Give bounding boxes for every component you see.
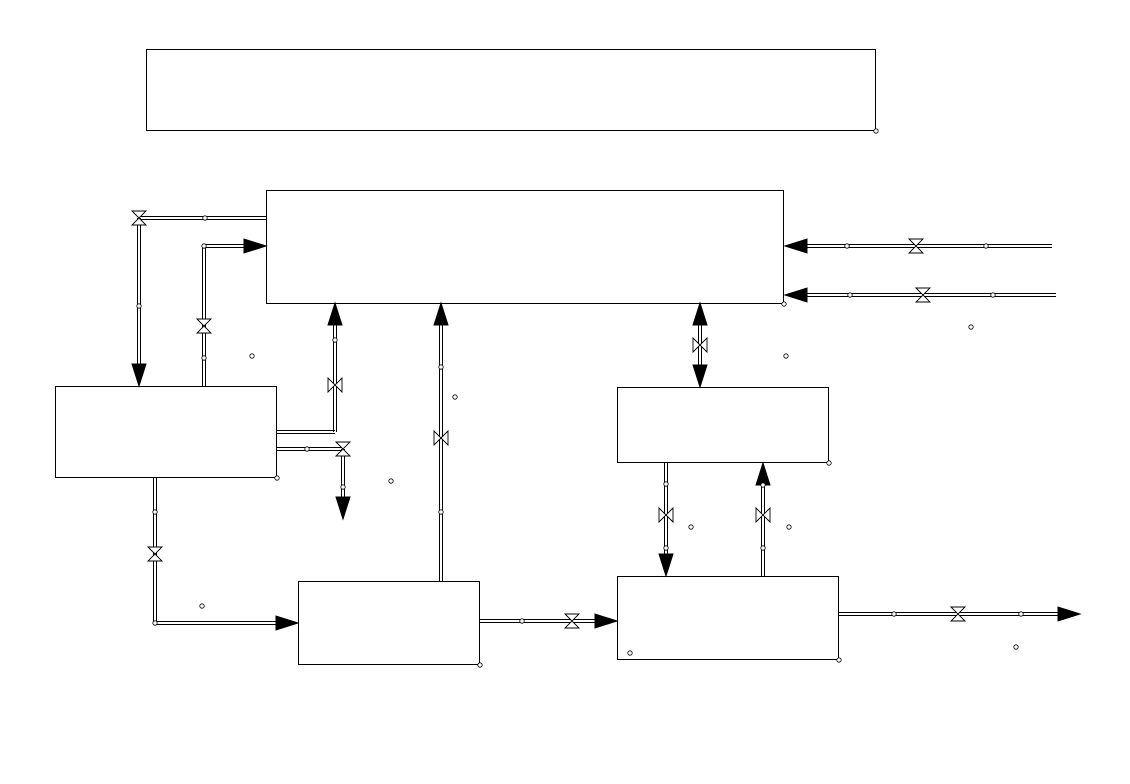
flow-arrow-icon: [327, 301, 343, 326]
connection-node-icon: [786, 524, 792, 530]
connection-node-icon: [968, 324, 974, 330]
connection-node-icon: [152, 620, 158, 626]
connection-node-icon: [760, 482, 766, 488]
pipe-line: [480, 619, 595, 623]
connection-node-icon: [519, 618, 525, 624]
connection-node-icon: [202, 215, 208, 221]
connection-node-icon: [388, 478, 394, 484]
left-unit: [55, 386, 277, 478]
connection-node-icon: [201, 355, 207, 361]
connection-node-icon: [274, 475, 280, 481]
flow-arrow-icon: [243, 238, 268, 254]
connection-node-icon: [304, 446, 310, 452]
gate-valve-icon: [146, 546, 164, 562]
connection-node-icon: [201, 243, 207, 249]
connection-node-icon: [781, 301, 787, 307]
flow-arrow-icon: [783, 238, 808, 254]
connection-node-icon: [844, 243, 850, 249]
connection-node-icon: [990, 292, 996, 298]
gate-valve-icon: [755, 506, 771, 524]
valves: [130, 210, 967, 629]
connection-node-icon: [688, 524, 694, 530]
block-corner-markers: [274, 128, 879, 668]
connection-node-icon: [891, 611, 897, 617]
gate-valve-icon: [907, 238, 925, 254]
bottom-center-unit: [298, 581, 480, 665]
flow-arrow-icon: [335, 496, 351, 521]
flow-arrow-icon: [783, 287, 808, 303]
right-lower-unit: [617, 576, 839, 660]
flow-arrow-icon: [131, 363, 147, 388]
pipe-line: [277, 447, 345, 497]
flow-arrow-icon: [692, 364, 708, 389]
connection-node-icon: [136, 303, 142, 309]
pipe-line: [277, 325, 337, 434]
connection-node-icon: [663, 481, 669, 487]
connection-node-icon: [873, 128, 879, 134]
flow-arrow-icon: [1057, 606, 1082, 622]
connection-node-icon: [452, 394, 458, 400]
connection-node-icon: [199, 603, 205, 609]
flow-arrow-icon: [755, 461, 771, 486]
connection-node-icon: [760, 545, 766, 551]
pipe-line: [137, 216, 266, 366]
header-block: [146, 49, 876, 131]
right-upper-unit: [617, 387, 829, 463]
gate-valve-icon: [327, 376, 343, 394]
main-unit: [266, 190, 784, 304]
gate-valve-icon: [692, 336, 708, 354]
flow-arrow-icon: [658, 553, 674, 578]
pipe-line: [839, 612, 1058, 616]
connection-node-icon: [438, 509, 444, 515]
arrows: [131, 238, 1082, 631]
gate-valve-icon: [563, 613, 581, 629]
gate-valve-icon: [914, 287, 932, 303]
gate-valve-icon: [433, 429, 449, 447]
connection-node-icon: [1013, 644, 1019, 650]
gate-valve-icon: [949, 606, 967, 622]
connection-node-icon: [836, 657, 842, 663]
connection-node-icon: [983, 243, 989, 249]
flow-arrow-icon: [275, 615, 300, 631]
pipe-line: [807, 293, 1056, 297]
blocks: [55, 49, 876, 665]
connection-node-icon: [826, 460, 832, 466]
connection-node-icon: [1018, 611, 1024, 617]
pipe-line: [202, 244, 244, 386]
gate-valve-icon: [195, 318, 213, 334]
connection-node-icon: [249, 353, 255, 359]
gate-valve-icon: [334, 441, 352, 457]
connection-node-icon: [477, 662, 483, 668]
nodes: [136, 215, 1024, 656]
gate-valve-icon: [658, 506, 674, 524]
pipe-line: [439, 325, 443, 581]
pipe-line: [807, 244, 1052, 248]
connection-node-icon: [627, 650, 633, 656]
connection-node-icon: [152, 509, 158, 515]
connection-node-icon: [332, 337, 338, 343]
connection-node-icon: [847, 292, 853, 298]
flow-arrow-icon: [433, 301, 449, 326]
flow-arrow-icon: [692, 301, 708, 326]
flow-arrow-icon: [594, 613, 619, 629]
pipe-line: [153, 478, 276, 625]
pipe-line: [761, 485, 765, 576]
gate-valve-icon: [130, 210, 148, 226]
connection-node-icon: [783, 353, 789, 359]
connection-node-icon: [340, 484, 346, 490]
connection-node-icon: [438, 364, 444, 370]
pipe-line: [664, 463, 668, 554]
connection-node-icon: [663, 545, 669, 551]
